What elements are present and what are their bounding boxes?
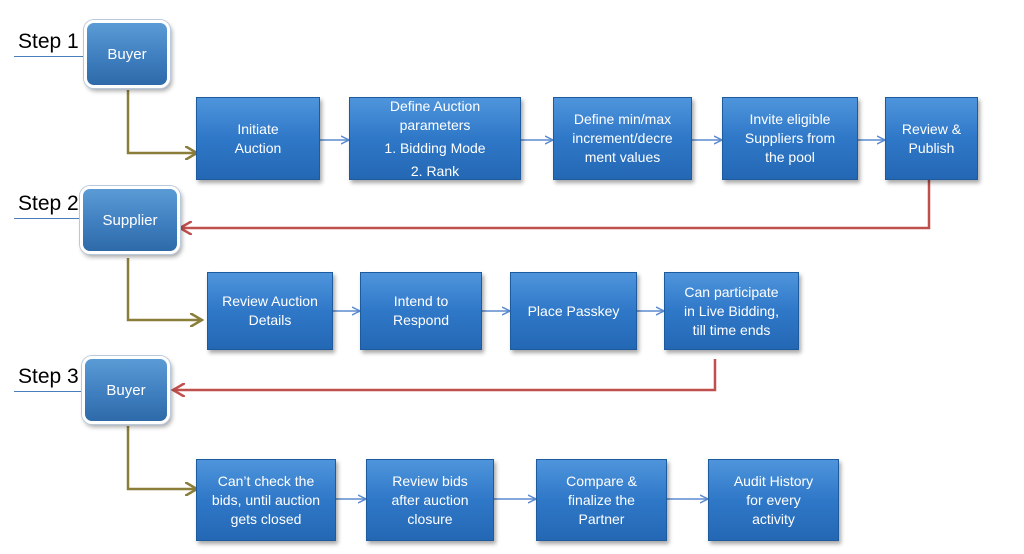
- step3-box-review-bids: Review bids after auction closure: [366, 459, 494, 541]
- step1-box-define-auction-parameters: Define Auction parameters 1. Bidding Mod…: [349, 97, 521, 180]
- step1-box-initiate-auction: Initiate Auction: [196, 97, 320, 180]
- step-3-actor-buyer: Buyer: [82, 356, 170, 424]
- step2-box-intend-to-respond: Intend to Respond: [360, 272, 482, 350]
- return-arrow-to-buyer: [174, 359, 717, 390]
- step-1-label: Step 1: [18, 30, 79, 53]
- return-arrow-to-supplier: [181, 180, 931, 228]
- step2-box-live-bidding: Can participate in Live Bidding, till ti…: [664, 272, 799, 350]
- step1-box-review-publish: Review & Publish: [885, 97, 978, 180]
- step3-box-compare-finalize: Compare & finalize the Partner: [536, 459, 667, 541]
- step-3-label: Step 3: [18, 365, 79, 388]
- step-3-underline: [14, 391, 88, 392]
- step1-box-invite-suppliers: Invite eligible Suppliers from the pool: [722, 97, 858, 180]
- step-2-underline: [14, 218, 88, 219]
- step1-connector-arrow: [126, 90, 196, 153]
- step-1-underline: [14, 56, 88, 57]
- step2-connector-arrow: [126, 258, 201, 320]
- step-1-actor-buyer: Buyer: [84, 20, 170, 88]
- step2-box-place-passkey: Place Passkey: [510, 272, 637, 350]
- step3-connector-arrow: [126, 426, 196, 489]
- step-2-label: Step 2: [18, 192, 79, 215]
- step2-box-review-auction-details: Review Auction Details: [207, 272, 333, 350]
- step1-box-define-increment-values: Define min/max increment/decre ment valu…: [553, 97, 692, 180]
- step-2-actor-supplier: Supplier: [80, 186, 180, 254]
- step3-box-audit-history: Audit History for every activity: [708, 459, 839, 541]
- step3-box-cant-check-bids: Can’t check the bids, until auction gets…: [196, 459, 336, 541]
